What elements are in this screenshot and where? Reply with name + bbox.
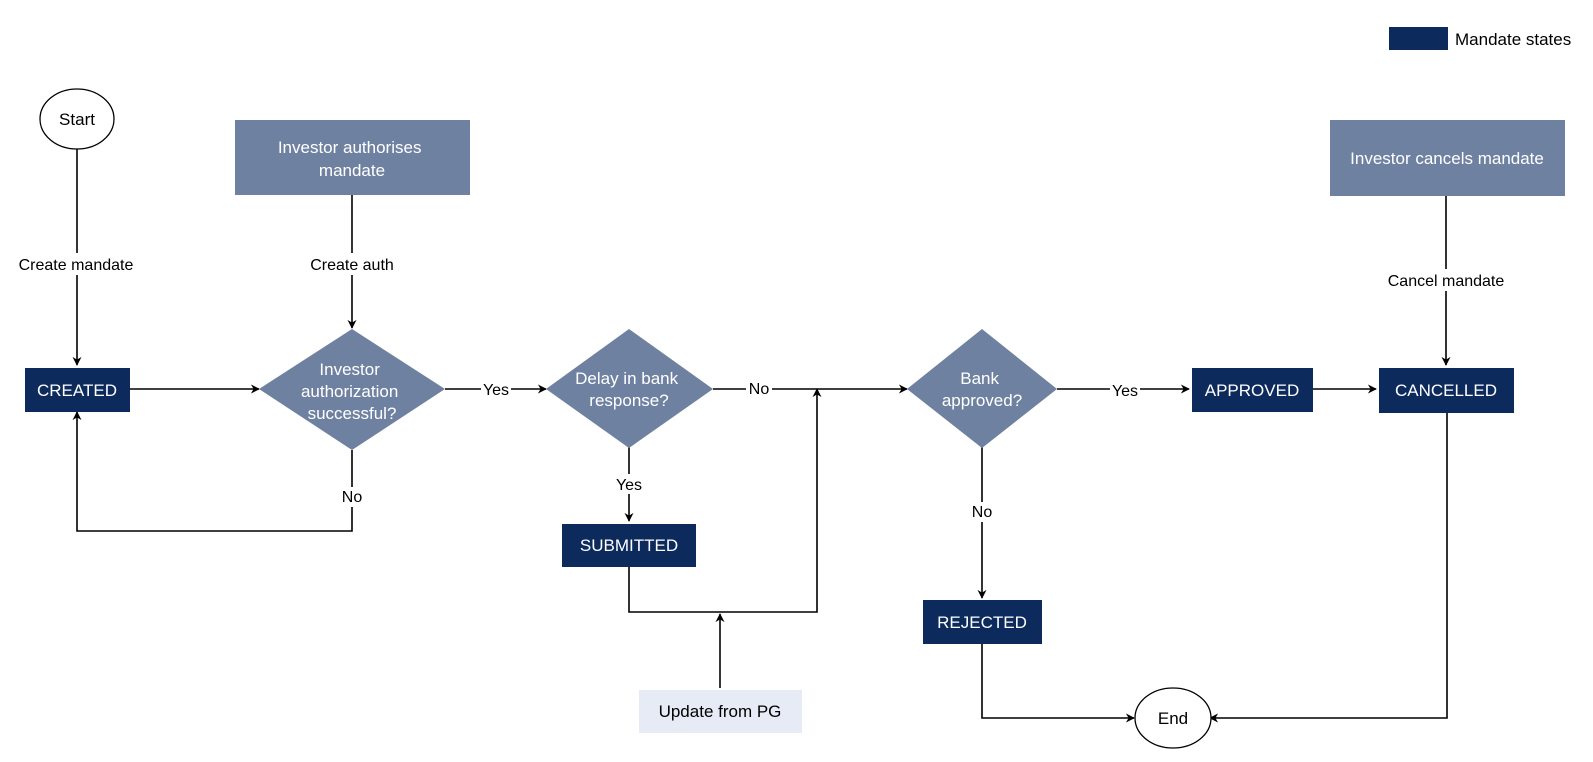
state-submitted: SUBMITTED	[562, 524, 696, 567]
auth-success-label: Investor authorization successful?	[301, 360, 403, 423]
end-node: End	[1134, 687, 1212, 749]
state-created-label: CREATED	[37, 381, 117, 400]
legend: Mandate states	[1389, 27, 1571, 50]
label-bank-yes: Yes	[1112, 383, 1138, 400]
state-created: CREATED	[25, 368, 130, 412]
label-delay-yes: Yes	[616, 477, 642, 494]
delay-bank-label: Delay in bank response?	[575, 369, 683, 410]
investor-cancels-box: Investor cancels mandate	[1330, 120, 1565, 196]
legend-swatch	[1389, 27, 1448, 50]
edge-auth-success-no	[72, 411, 353, 532]
label-delay-no: No	[749, 381, 770, 398]
investor-cancels-label: Investor cancels mandate	[1350, 149, 1544, 168]
edge-rejected-to-end	[981, 644, 1135, 723]
update-from-pg-label: Update from PG	[659, 702, 782, 721]
bank-approved-label: Bank approved?	[942, 369, 1022, 410]
bank-approved-decision: Bank approved?	[907, 329, 1057, 448]
edge-labels: Create mandate Create auth Cancel mandat…	[14, 253, 1508, 522]
delay-bank-decision: Delay in bank response?	[546, 329, 713, 448]
state-approved-label: APPROVED	[1205, 381, 1299, 400]
label-create-auth: Create auth	[310, 257, 394, 274]
edges	[72, 149, 1451, 723]
investor-authorises-box: Investor authorises mandate	[235, 120, 470, 195]
state-approved: APPROVED	[1192, 368, 1313, 412]
start-node: Start	[39, 88, 115, 150]
investor-authorises-label: Investor authorises mandate	[278, 138, 426, 180]
state-submitted-label: SUBMITTED	[580, 536, 678, 555]
update-from-pg-box: Update from PG	[639, 690, 802, 733]
edge-cancelled-to-end	[1209, 413, 1448, 723]
end-label: End	[1158, 709, 1188, 728]
legend-label: Mandate states	[1455, 30, 1571, 49]
start-label: Start	[59, 110, 95, 129]
state-cancelled: CANCELLED	[1379, 368, 1514, 413]
label-auth-no: No	[342, 489, 363, 506]
label-bank-no: No	[972, 504, 993, 521]
auth-success-decision: Investor authorization successful?	[259, 329, 445, 450]
state-cancelled-label: CANCELLED	[1395, 381, 1497, 400]
state-rejected: REJECTED	[923, 600, 1042, 644]
label-create-mandate: Create mandate	[19, 257, 134, 274]
label-cancel-mandate: Cancel mandate	[1388, 273, 1505, 290]
label-auth-yes: Yes	[483, 382, 509, 399]
edge-submitted-to-merge	[628, 388, 822, 613]
state-rejected-label: REJECTED	[937, 613, 1027, 632]
